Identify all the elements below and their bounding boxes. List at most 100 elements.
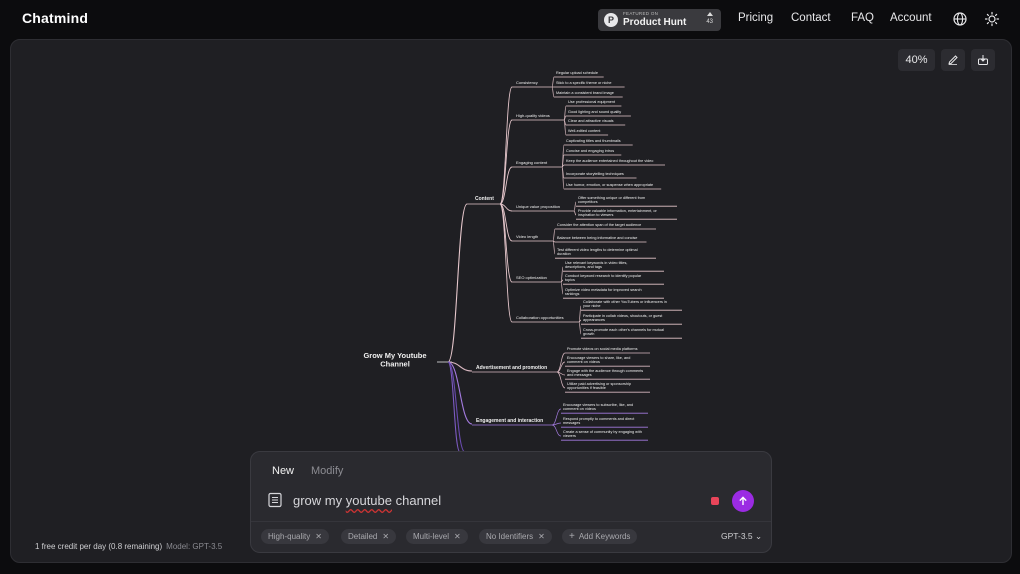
- mindmap-edge: [447, 361, 466, 452]
- chip-high-quality[interactable]: High-quality ✕: [261, 529, 329, 544]
- mindmap-edge: [556, 371, 566, 389]
- mindmap-leaf[interactable]: Provide valuable information, entertainm…: [578, 209, 657, 217]
- mindmap-leaf[interactable]: Maintain a consistent brand image: [556, 91, 614, 95]
- send-button[interactable]: [732, 490, 754, 512]
- add-keywords-button[interactable]: +Add Keywords: [562, 529, 638, 544]
- mindmap-leaf[interactable]: Conduct keyword research to identify pop…: [565, 274, 642, 282]
- mindmap-edge: [447, 361, 473, 372]
- mindmap-leaf[interactable]: Use humor, emotion, or suspense when app…: [566, 183, 653, 187]
- chevron-down-icon: ⌄: [752, 531, 763, 541]
- arrow-up-icon: [739, 496, 747, 505]
- product-hunt-icon: P: [604, 13, 618, 27]
- mindmap-subtopic[interactable]: High-quality videos: [516, 113, 550, 118]
- mindmap-leaf[interactable]: Well-edited content: [568, 129, 601, 133]
- prompt-text-misspelled: youtube: [345, 493, 392, 508]
- prompt-text-start: grow my: [293, 493, 346, 508]
- nav-account[interactable]: Account: [890, 12, 932, 24]
- mindmap-branch[interactable]: Engagement and interaction: [476, 418, 543, 424]
- mindmap-leaf[interactable]: Incorporate storytelling techniques: [566, 172, 624, 176]
- mindmap-leaf[interactable]: Encourage viewers to subscribe, like, an…: [563, 403, 633, 411]
- mindmap-branch[interactable]: Content: [475, 196, 494, 202]
- app-logo[interactable]: Chatmind: [22, 10, 89, 26]
- mindmap-edge: [447, 361, 461, 452]
- mindmap-subtopic[interactable]: SEO optimization: [516, 275, 547, 280]
- zoom-level-button[interactable]: 40%: [898, 49, 935, 71]
- mindmap-leaf[interactable]: Promote videos on social media platforms: [567, 347, 638, 351]
- mindmap-edge: [560, 281, 564, 295]
- document-icon[interactable]: [267, 492, 283, 508]
- globe-icon[interactable]: [952, 11, 968, 27]
- close-icon[interactable]: ✕: [315, 532, 322, 541]
- chip-label: Detailed: [348, 532, 378, 541]
- plus-icon: +: [569, 531, 575, 542]
- product-hunt-label: Product Hunt: [623, 16, 687, 28]
- mindmap-subtopic[interactable]: Video length: [516, 234, 538, 239]
- edit-button[interactable]: [941, 49, 965, 71]
- mindmap-subtopic[interactable]: Unique value proposition: [516, 204, 560, 209]
- close-icon[interactable]: ✕: [382, 532, 390, 541]
- mindmap-subtopic[interactable]: Engaging content: [516, 160, 548, 165]
- mindmap-edge: [551, 424, 562, 437]
- mindmap-leaf[interactable]: Good lighting and sound quality: [568, 110, 621, 114]
- chip-multi-level[interactable]: Multi-level✕: [406, 529, 468, 544]
- mindmap-leaf[interactable]: Optimize video metadata for improved sea…: [565, 288, 642, 296]
- mindmap-leaf[interactable]: Collaborate with other YouTubers or infl…: [583, 300, 667, 308]
- chip-label: High-quality: [268, 532, 311, 541]
- prompt-input[interactable]: grow my youtube channel: [293, 493, 441, 508]
- mindmap-subtopic[interactable]: Consistency: [516, 80, 538, 85]
- mindmap-branch[interactable]: Advertisement and promotion: [476, 365, 547, 371]
- mindmap-edge: [573, 201, 577, 212]
- mindmap-leaf[interactable]: Offer something unique or different from…: [578, 196, 645, 204]
- stop-button[interactable]: [711, 497, 719, 505]
- mindmap-leaf[interactable]: Stick to a specific theme or niche: [556, 81, 612, 85]
- chip-detailed[interactable]: Detailed ✕: [341, 529, 397, 544]
- mindmap-leaf[interactable]: Cross-promote each other's channels for …: [583, 328, 664, 336]
- mindmap-leaf[interactable]: Engage with the audience through comment…: [567, 369, 643, 377]
- mindmap-edge: [578, 321, 582, 335]
- top-bar: Chatmind P FEATURED ON Product Hunt 43 P…: [0, 0, 1020, 38]
- mindmap-leaf[interactable]: Use professional equipment: [568, 100, 616, 104]
- mindmap-leaf[interactable]: Use relevant keywords in video titles,de…: [565, 261, 627, 269]
- nav-contact[interactable]: Contact: [791, 12, 831, 24]
- product-hunt-votes: 43: [706, 19, 713, 25]
- mindmap-leaf[interactable]: Balance between being informative and co…: [557, 236, 637, 240]
- product-hunt-badge[interactable]: P FEATURED ON Product Hunt 43: [598, 9, 721, 31]
- nav-faq[interactable]: FAQ: [851, 12, 875, 24]
- mindmap-edge: [499, 119, 513, 205]
- upvote-arrow-icon: [706, 12, 713, 16]
- mindmap-leaf[interactable]: Participate in collab videos, shoutouts,…: [583, 314, 663, 322]
- credits-info: 1 free credit per day (0.8 remaining)Mod…: [35, 542, 222, 551]
- pencil-icon: [948, 55, 958, 65]
- mindmap-leaf[interactable]: Keep the audience entertained throughout…: [566, 159, 653, 163]
- mindmap-edge: [499, 166, 513, 205]
- mindmap-leaf[interactable]: Create a sense of community by engaging …: [563, 430, 642, 438]
- mindmap-leaf[interactable]: Test different video lengths to determin…: [557, 248, 638, 256]
- sun-icon[interactable]: [984, 11, 1000, 27]
- mindmap-leaf[interactable]: Regular upload schedule: [556, 71, 598, 75]
- nav-pricing[interactable]: Pricing: [738, 12, 774, 24]
- mindmap-edge: [551, 86, 555, 98]
- tab-modify[interactable]: Modify: [311, 465, 344, 477]
- mindmap-leaf[interactable]: Clear and attractive visuals: [568, 119, 614, 123]
- chip-no-identifiers[interactable]: No Identifiers ✕: [479, 529, 552, 544]
- mindmap-edge: [561, 166, 565, 190]
- mindmap-leaf[interactable]: Concise and engaging intros: [566, 149, 614, 153]
- chip-label: No Identifiers: [486, 532, 534, 541]
- mindmap-leaf[interactable]: Consider the attention span of the targe…: [557, 223, 641, 227]
- tab-new[interactable]: New: [272, 465, 295, 477]
- credits-text: 1 free credit per day (0.8 remaining): [35, 542, 163, 551]
- mindmap-edge: [573, 210, 577, 216]
- mindmap-edge: [551, 408, 562, 426]
- close-icon[interactable]: ✕: [538, 532, 545, 541]
- mindmap-leaf[interactable]: Captivating titles and thumbnails: [566, 139, 621, 143]
- close-icon[interactable]: ✕: [454, 532, 461, 541]
- download-button[interactable]: [971, 49, 995, 71]
- prompt-text-end: channel: [392, 493, 442, 508]
- mindmap-subtopic[interactable]: Collaboration opportunities: [516, 315, 564, 320]
- model-select[interactable]: GPT-3.5 ⌄: [721, 531, 762, 542]
